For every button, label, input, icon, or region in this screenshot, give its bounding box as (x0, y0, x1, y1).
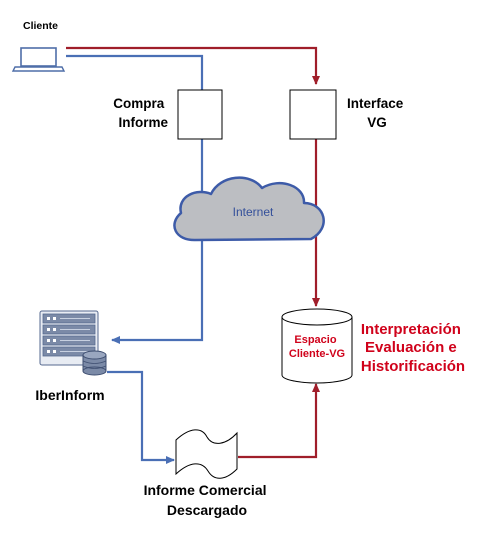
internet-label: Internet (233, 205, 274, 219)
client-to-interface-line (66, 46, 320, 85)
iberinform-label: IberInform (35, 387, 104, 403)
storage-note-line1: Interpretación (361, 321, 461, 338)
interface-vg-box (289, 89, 337, 140)
interface-vg-label-line2: VG (367, 115, 387, 130)
buy-report-label-line1: Compra (113, 96, 164, 111)
storage-note-line3: Historificación (361, 358, 465, 375)
storage-cylinder: Espacio Cliente-VG (281, 308, 353, 384)
report-document-icon (175, 429, 238, 479)
laptop-icon (11, 47, 66, 72)
server-rack-icon (39, 310, 107, 376)
interface-vg-label: Interface VG (347, 96, 407, 130)
interface-vg-label-line1: Interface (347, 96, 404, 111)
storage-note: Interpretación Evaluación e Historificac… (361, 321, 465, 375)
report-to-storage-line (238, 383, 320, 459)
buy-report-label-line2: Informe (118, 115, 168, 130)
storage-label: Espacio Cliente-VG (289, 334, 345, 360)
database-small-icon (82, 350, 107, 376)
storage-note-line2: Evaluación e (365, 339, 457, 356)
report-label-line2: Descargado (167, 502, 247, 518)
storage-label-line2: Cliente-VG (289, 348, 345, 360)
client-label: Cliente (23, 20, 58, 32)
iberinform-to-report-line (107, 370, 175, 464)
internet-cloud: Internet (173, 176, 325, 242)
report-label: Informe Comercial Descargado (144, 482, 271, 518)
buy-report-box (177, 89, 223, 140)
report-label-line1: Informe Comercial (144, 482, 267, 498)
buy-report-label: Compra Informe (113, 96, 168, 130)
client-to-buy-report-line (66, 54, 204, 90)
storage-label-line1: Espacio (294, 334, 336, 346)
